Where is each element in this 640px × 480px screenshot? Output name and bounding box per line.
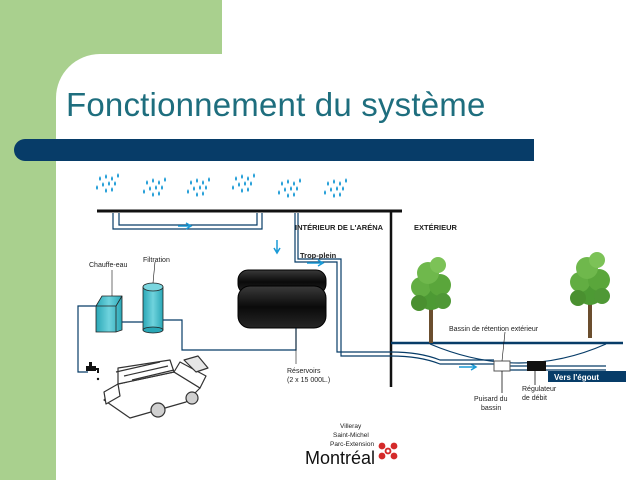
sump: [493, 360, 511, 372]
flow-regulator: [527, 361, 546, 371]
label-regulator-line2: de débit: [522, 395, 547, 402]
flow-arrow-icon: [178, 222, 478, 371]
retention-basin: [429, 343, 607, 364]
label-sump-line1: Puisard du: [474, 396, 508, 403]
ice-resurfacer-icon: [103, 355, 209, 419]
label-interior: INTÉRIEUR DE L'ARÉNA: [295, 223, 384, 232]
label-tanks-line1: Réservoirs: [287, 368, 321, 375]
roof-pipes: [112, 213, 391, 357]
logo-city: Montréal: [305, 448, 375, 468]
storage-tanks: [237, 269, 327, 329]
label-water-heater: Chauffe-eau: [89, 262, 128, 269]
logo-rose-icon: [378, 442, 398, 460]
filtration-unit: [142, 282, 164, 334]
label-filtration: Filtration: [143, 257, 170, 264]
label-exterior: EXTÉRIEUR: [414, 223, 458, 232]
title-bar: [14, 139, 534, 161]
logo-line3: Parc-Extension: [330, 441, 374, 448]
label-sump-line2: bassin: [481, 405, 501, 412]
exterior-pipes: [390, 351, 606, 371]
label-tanks-line2: (2 x 15 000L.): [287, 377, 330, 384]
logo-line1: Villeray: [340, 423, 362, 430]
slide-title: Fonctionnement du système: [66, 86, 486, 123]
water-heater: [95, 295, 123, 333]
label-regulator-line1: Régulateur: [522, 386, 557, 393]
logo-line2: Saint-Michel: [333, 432, 369, 439]
label-overflow: Trop-plein: [300, 251, 337, 260]
sewer-box: [548, 371, 626, 382]
rain-icon: [96, 173, 347, 198]
label-to-sewer: Vers l'égout: [554, 373, 599, 382]
faucet-icon: [86, 362, 100, 381]
label-retention-basin: Bassin de rétention extérieur: [449, 326, 539, 333]
